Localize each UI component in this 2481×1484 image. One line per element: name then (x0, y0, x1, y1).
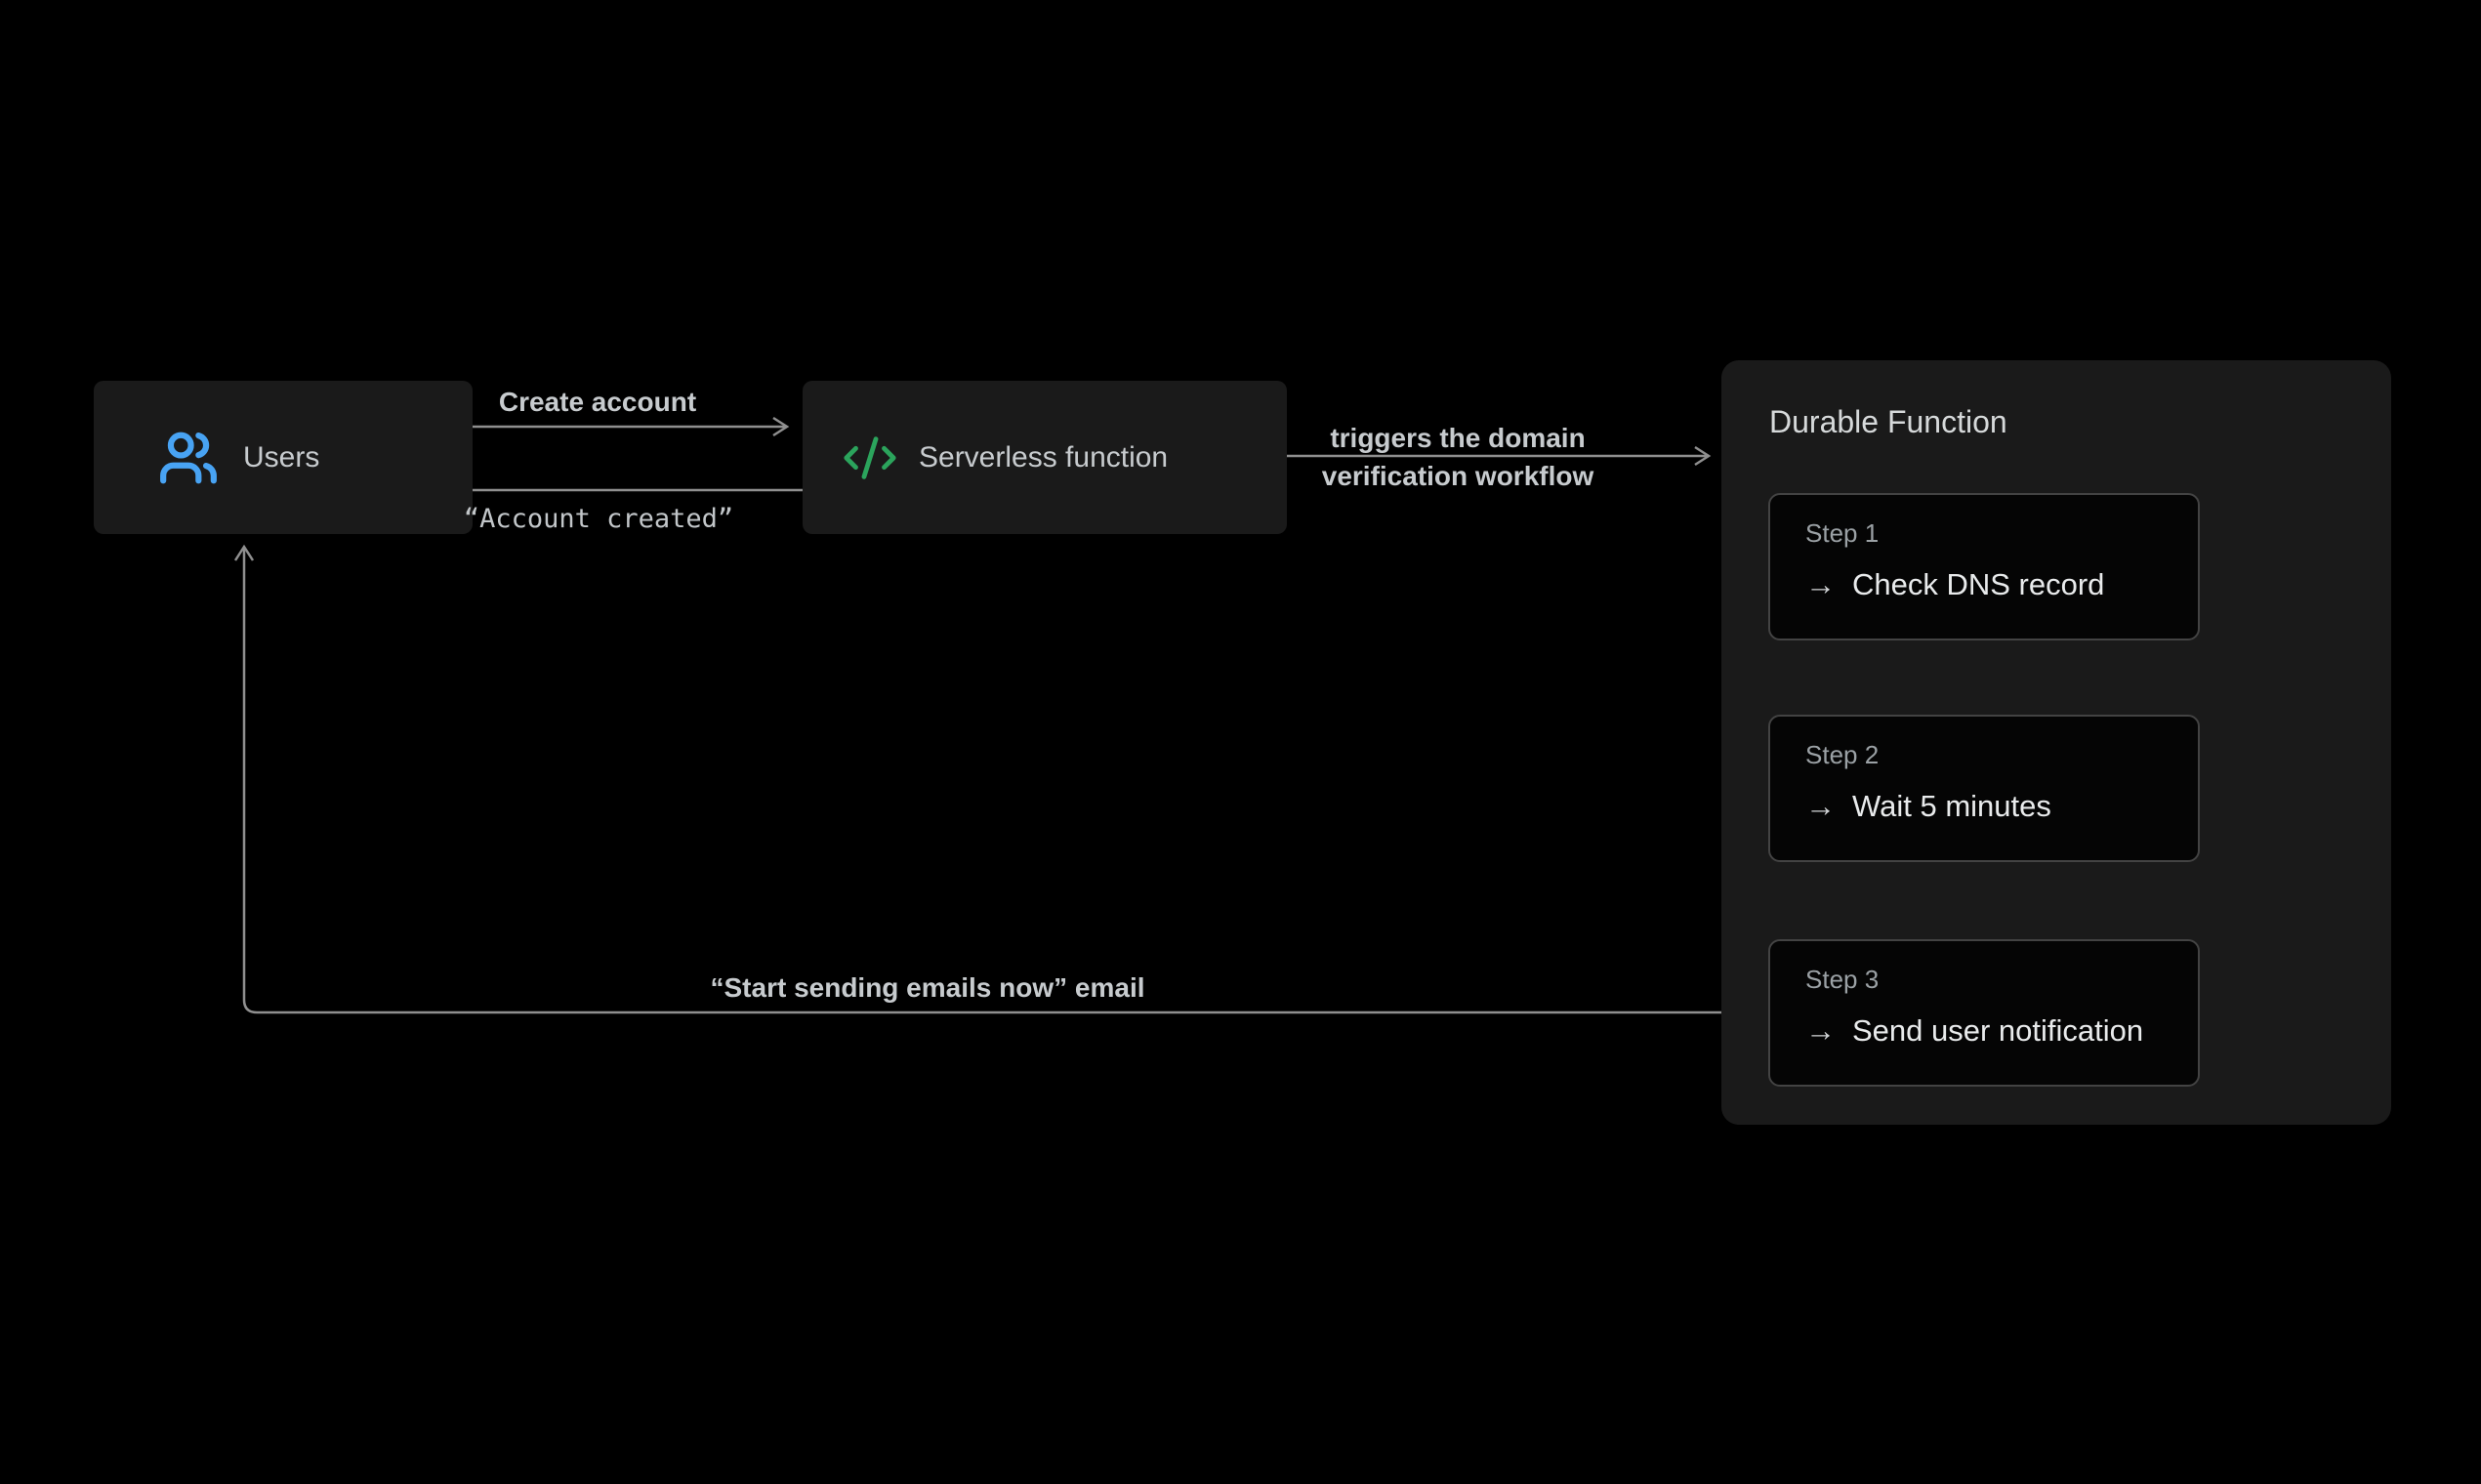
node-users-label: Users (243, 440, 320, 474)
arrow-right-icon: → (1805, 1013, 1836, 1048)
step-1-action-text: Check DNS record (1852, 567, 2105, 601)
edge-start-sending-line (233, 544, 1768, 1014)
step-2-label: Step 2 (1805, 740, 1880, 769)
code-icon (844, 435, 896, 479)
edge-label-triggers-line1: triggers the domain (1330, 423, 1586, 453)
edge-label-account-created: “Account created” (463, 504, 734, 534)
node-serverless: Serverless function (803, 381, 1287, 534)
step-3-box: Step 3 → Send user notification (1768, 939, 2200, 1087)
arrow-right-icon: → (1805, 789, 1836, 823)
step-1-box: Step 1 → Check DNS record (1768, 493, 2200, 640)
step-2-box: Step 2 → Wait 5 minutes (1768, 715, 2200, 862)
node-serverless-label: Serverless function (919, 440, 1169, 474)
users-icon (160, 432, 217, 483)
step-2-action-text: Wait 5 minutes (1852, 789, 2051, 823)
edge-label-triggers: triggers the domain verification workflo… (1322, 419, 1594, 495)
panel-title: Durable Function (1769, 404, 2007, 439)
node-users: Users (94, 381, 473, 534)
edge-label-triggers-line2: verification workflow (1321, 461, 1594, 491)
step-3-action-text: Send user notification (1852, 1013, 2144, 1048)
step-2-action: → Wait 5 minutes (1805, 789, 2051, 824)
arrow-right-icon: → (1805, 567, 1836, 601)
step-1-action: → Check DNS record (1805, 567, 2104, 602)
step-3-label: Step 3 (1805, 965, 1880, 994)
step-1-label: Step 1 (1805, 518, 1880, 548)
edge-label-create-account: Create account (498, 387, 697, 417)
edge-label-start-sending: “Start sending emails now” email (710, 972, 1145, 1003)
durable-function-panel: Durable Function Step 1 → Check DNS reco… (1721, 360, 2391, 1125)
step-3-action: → Send user notification (1805, 1013, 2143, 1049)
